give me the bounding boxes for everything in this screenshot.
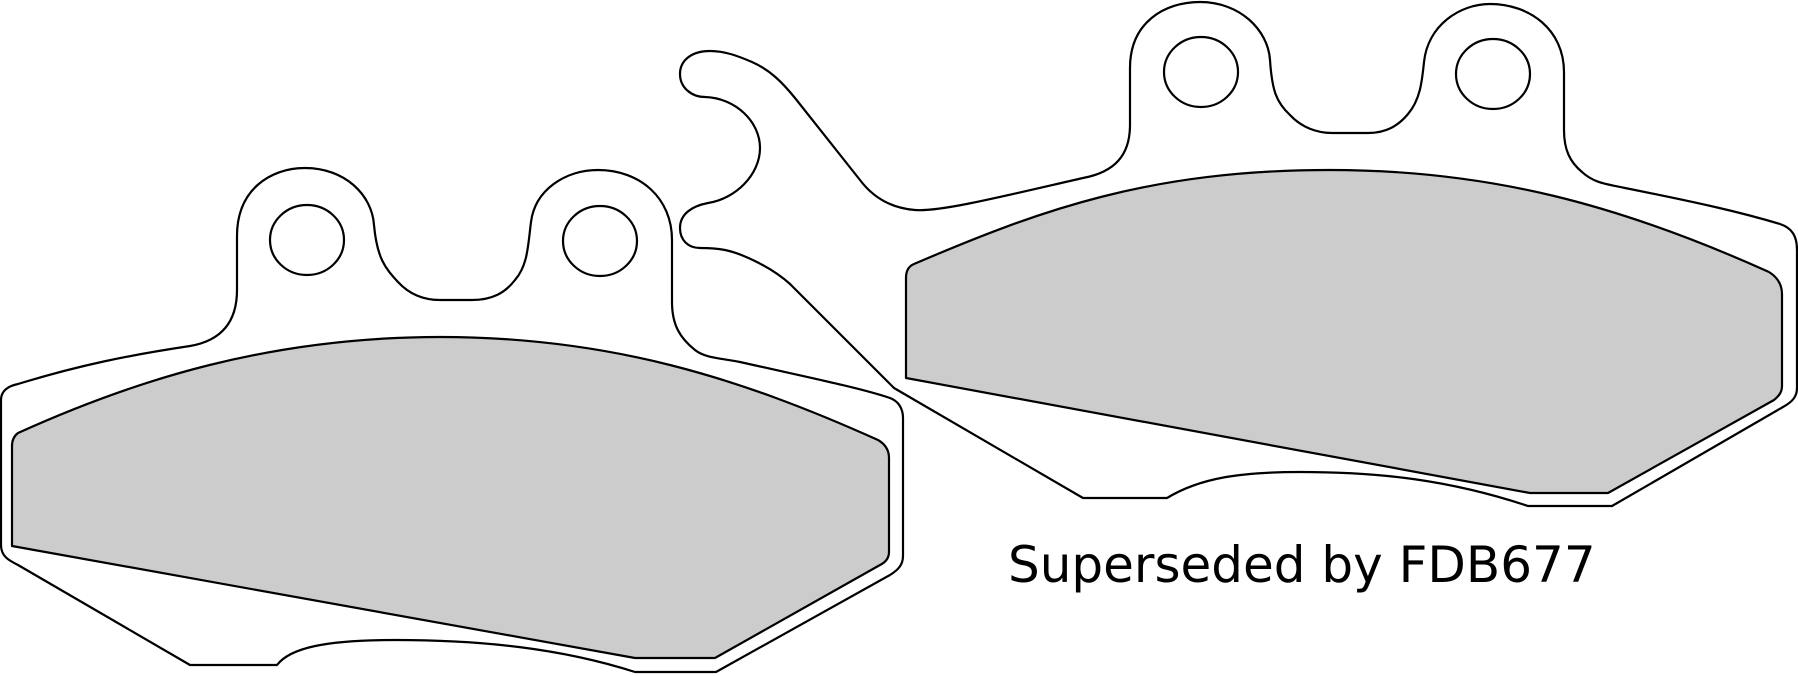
left-pad-mounting-hole-1	[268, 203, 346, 277]
right-brake-pad	[678, 0, 1798, 508]
right-pad-mounting-hole-2	[1454, 37, 1532, 111]
supersession-notice: Superseded by FDB677	[1008, 536, 1596, 594]
left-brake-pad	[0, 166, 905, 674]
left-pad-mounting-hole-2	[561, 204, 639, 278]
right-pad-mounting-hole-1	[1162, 35, 1240, 109]
right-pad-friction-material	[904, 168, 1784, 495]
left-pad-friction-material	[10, 335, 891, 660]
